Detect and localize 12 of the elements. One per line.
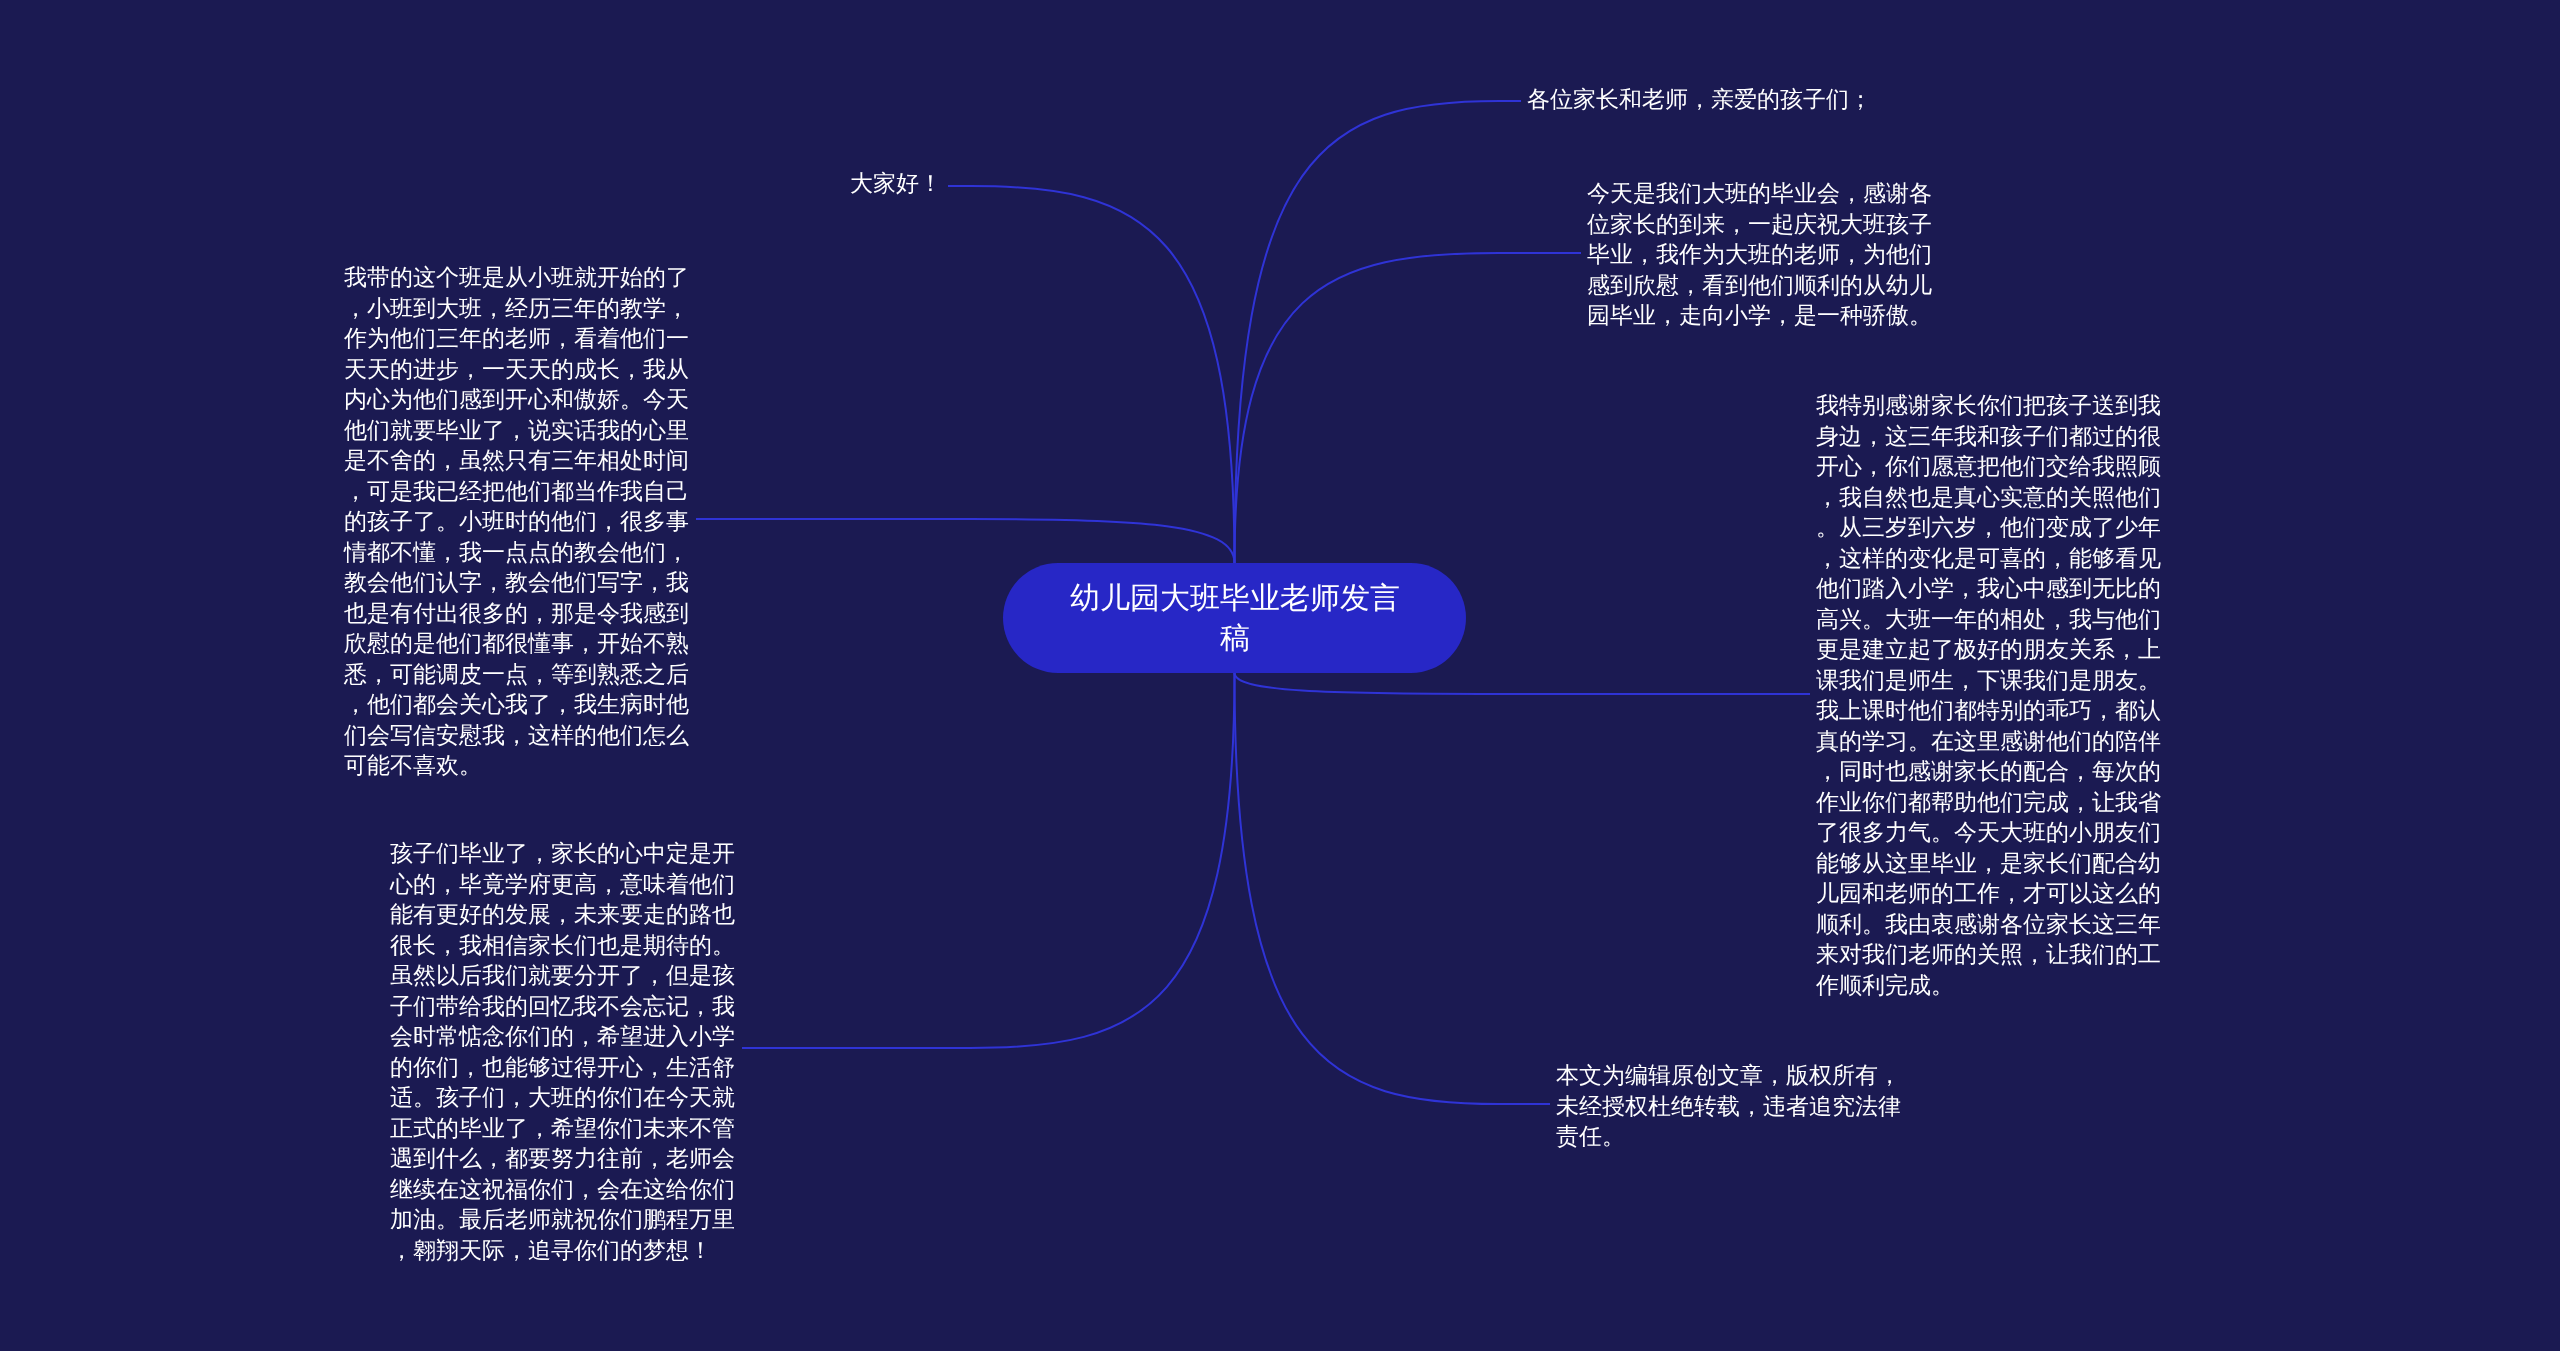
branch-text: 我特别感谢家长你们把孩子送到我身边，这三年我和孩子们都过的很开心，你们愿意把他们交给我照顾，我自然也是真心实意的关照他们。从三岁到六岁，他们变成了少年，这样的变化是可喜的，能够看见他们踏入小学，我心中感到无比的高兴。大班一年的相处，我与他们更是建立起了极好的朋友关系，上课我们是师生，下课我们是朋友。我上课时他们都特别的乖巧，都认真的学习。在这里感谢他们的陪伴，同时也感谢家长的配合，每次的作业你们都帮助他们完成，让我省了很多力气。今天大班的小朋友们能够从这里毕业，是家长们配合幼儿园和老师的工作，才可以这么的顺利。我由衷感谢各位家长这三年来对我们老师的关照，让我们的工作顺利完成。 xyxy=(1816,390,2163,1000)
branch-text: 各位家长和老师，亲爱的孩子们； xyxy=(1527,84,1957,115)
connector-line xyxy=(1233,672,1551,1105)
branch-text: 本文为编辑原创文章，版权所有，未经授权杜绝转载，违者追究法律责任。 xyxy=(1556,1060,1903,1152)
branch-text: 今天是我们大班的毕业会，感谢各位家长的到来，一起庆祝大班孩子毕业，我作为大班的老师，为他们感到欣慰，看到他们顺利的从幼儿园毕业，走向小学，是一种骄傲。 xyxy=(1587,178,1934,331)
connector-line xyxy=(1233,252,1582,564)
central-topic: 幼儿园大班毕业老师发言稿 xyxy=(1003,563,1466,673)
connector-line xyxy=(741,672,1236,1049)
branch-text: 我带的这个班是从小班就开始的了，小班到大班，经历三年的教学，作为他们三年的老师，看着他们一天天的进步，一天天的成长，我从内心为他们感到开心和傲娇。今天他们就要毕业了，说实话我的心里是不舍的，虽然只有三年相处时间，可是我已经把他们都当作我自己的孩子了。小班时的他们，很多事情都不懂，我一点点的教会他们，教会他们认字，教会他们写字，我也是有付出很多的，那是令我感到欣慰的是他们都很懂事，开始不熟悉，可能调皮一点，等到熟悉之后，他们都会关心我了，我生病时他们会写信安慰我，这样的他们怎么可能不喜欢。 xyxy=(344,262,691,781)
branch-text: 大家好！ xyxy=(850,168,942,199)
connector-line xyxy=(1233,100,1522,564)
branch-text: 孩子们毕业了，家长的心中定是开心的，毕竟学府更高，意味着他们能有更好的发展，未来要走的路也很长，我相信家长们也是期待的。虽然以后我们就要分开了，但是孩子们带给我的回忆我不会忘记，我会时常惦念你们的，希望进入小学的你们，也能够过得开心，生活舒适。孩子们，大班的你们在今天就正式的毕业了，希望你们未来不管遇到什么，都要努力往前，老师会继续在这祝福你们，会在这给你们加油。最后老师就祝你们鹏程万里，翱翔天际，追寻你们的梦想！ xyxy=(390,838,737,1265)
